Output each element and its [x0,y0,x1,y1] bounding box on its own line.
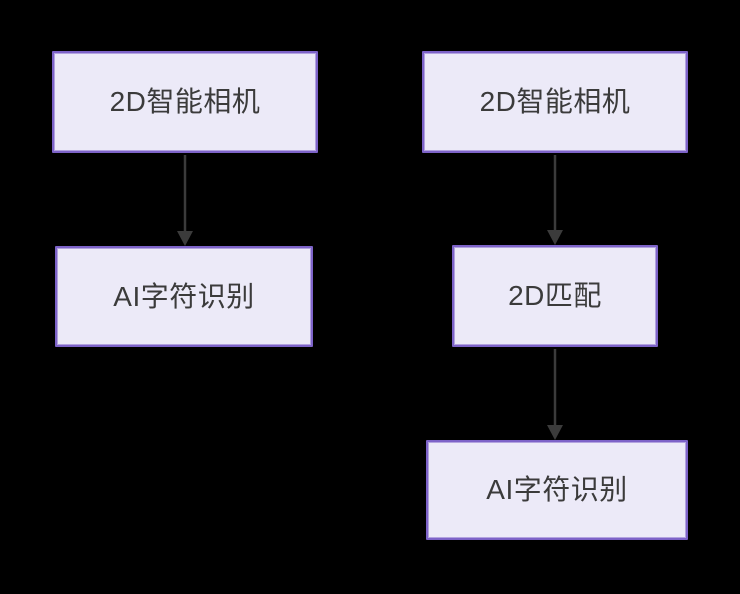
connector-arrow-right-camera-to-match [547,155,563,245]
connector-arrow-right-match-to-ocr [547,349,563,440]
node-label: 2D匹配 [508,280,602,311]
node-label: AI字符识别 [113,280,255,312]
node-label: AI字符识别 [486,474,628,505]
arrowhead-down-icon [547,230,563,245]
node-right-2d-smart-camera: 2D智能相机 [422,51,688,153]
arrowhead-down-icon [547,425,563,440]
node-label: 2D智能相机 [109,86,261,117]
arrowhead-down-icon [177,231,193,246]
node-left-2d-smart-camera: 2D智能相机 [52,51,318,153]
node-left-ai-char-recognition: AI字符识别 [55,246,313,347]
node-right-ai-char-recognition: AI字符识别 [426,440,688,540]
connector-arrow-left-camera-to-ocr [177,155,193,246]
node-label: 2D智能相机 [479,86,631,117]
node-right-2d-match: 2D匹配 [452,245,658,347]
